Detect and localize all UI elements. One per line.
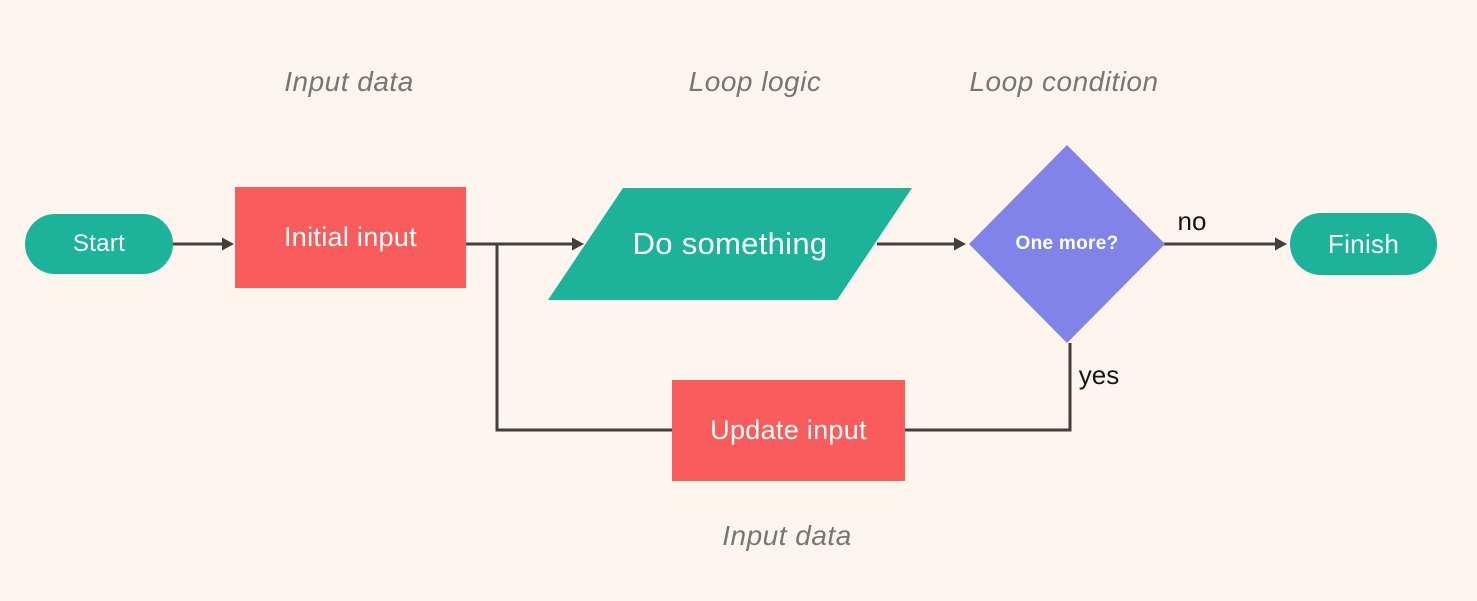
annotation-input-data-bottom: Input data (722, 520, 852, 551)
annotation-input-data-top: Input data (284, 66, 414, 97)
annotation-loop-condition: Loop condition (969, 66, 1159, 97)
node-initial-input[interactable]: Initial input (235, 187, 466, 288)
node-initial-input-label: Initial input (284, 222, 417, 252)
annotation-loop-logic: Loop logic (688, 66, 822, 97)
arrowhead (222, 237, 234, 251)
arrowhead (1275, 237, 1287, 251)
arrowhead (572, 237, 584, 251)
node-do-something-label: Do something (632, 226, 828, 261)
node-start[interactable]: Start (25, 214, 173, 274)
node-update-input-label: Update input (710, 415, 867, 445)
node-finish-label: Finish (1327, 228, 1400, 259)
arrowhead (954, 237, 966, 251)
edge-label-no: no (1177, 206, 1207, 236)
node-start-label: Start (72, 230, 126, 257)
node-one-more-label: One more? (1015, 233, 1119, 254)
node-update-input[interactable]: Update input (672, 380, 905, 481)
node-finish[interactable]: Finish (1290, 213, 1437, 275)
edge-label-yes: yes (1078, 360, 1120, 390)
